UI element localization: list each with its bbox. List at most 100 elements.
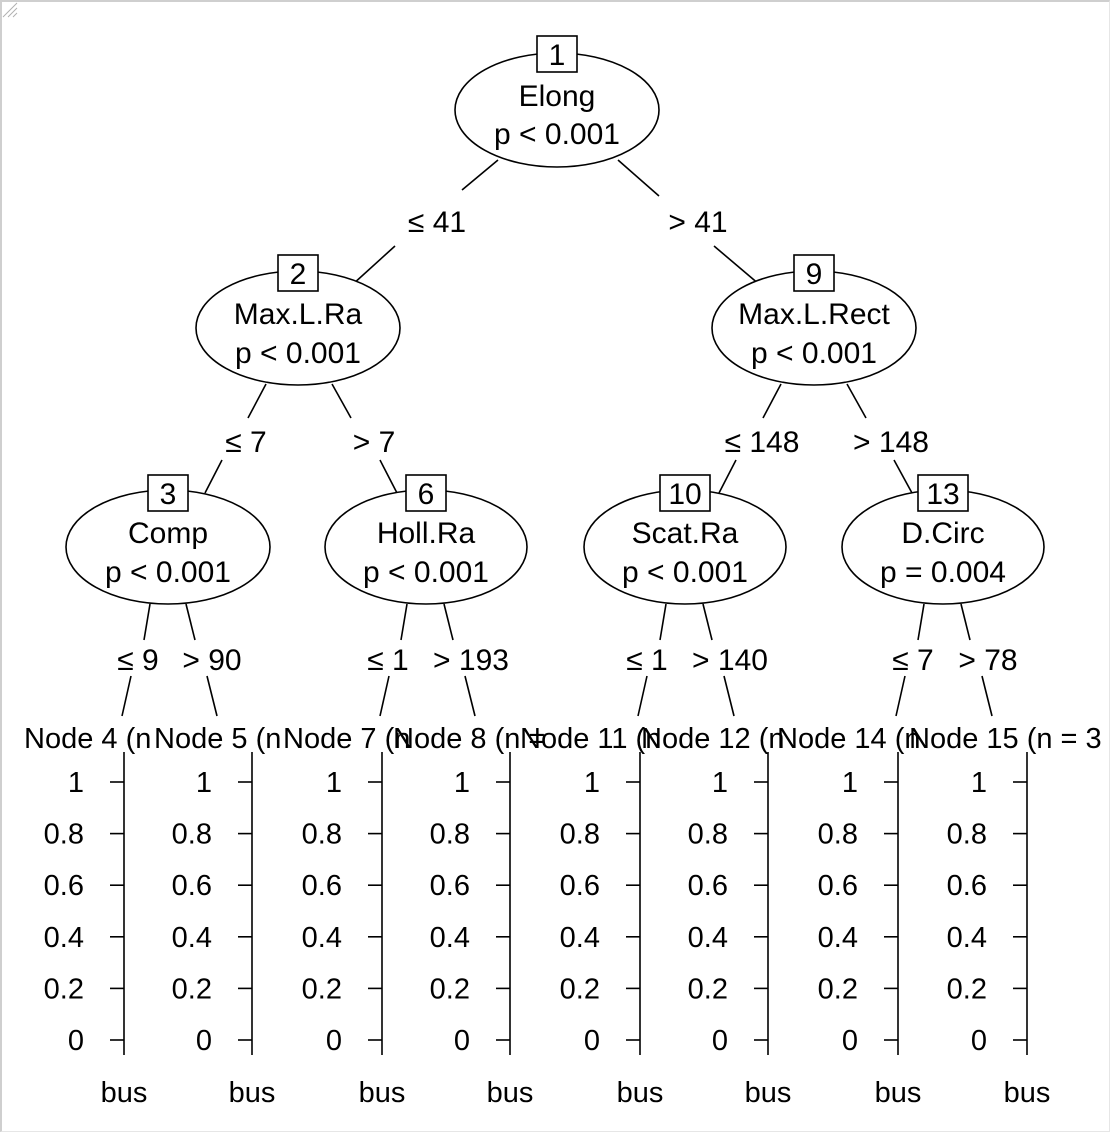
node-id-box [147,474,189,512]
node-variable: Holl.Ra [377,517,476,550]
edge-label: > 90 [182,644,241,677]
edge-9-13a [846,383,867,419]
leaf-tick-label: 1 [584,767,600,799]
leaf-tick-label: 1 [68,767,84,799]
edge-9-10a [762,383,782,419]
leaf-tick-label: 0 [584,1025,600,1057]
leaf-tick-label: 0 [326,1025,342,1057]
edge-6-7b [379,675,390,717]
leaf-category-label: bus [617,1077,664,1109]
edge-label: ≤ 1 [626,644,667,677]
node-id-box [917,474,969,512]
node-id: 13 [926,478,959,511]
node-variable: Elong [519,80,596,113]
leaf-tick-label: 0.4 [560,922,600,954]
edge-13-14b [895,675,906,717]
edge-3-4b [121,675,132,717]
node-pvalue: p = 0.004 [880,556,1006,589]
edge-label: ≤ 148 [725,426,800,459]
node-id-box [659,474,711,512]
node-variable: D.Circ [901,517,984,550]
edge-label: ≤ 1 [367,644,408,677]
leaf-tick-label: 0.6 [560,870,600,902]
leaf-title: Node 5 (n [154,723,281,755]
leaf-tick-label: 0.4 [172,922,212,954]
leaf-title: Node 8 (n = [393,723,545,755]
leaf-tick-label: 0.8 [560,819,600,851]
node-id-box [536,35,578,73]
node-9: 9 Max.L.Rect p < 0.001 [711,254,917,386]
leaf-tick-label: 1 [326,767,342,799]
edge-label: > 41 [668,206,727,239]
leaf-titles: Node 4 (n Node 5 (n Node 7 (n Node 8 (n … [24,723,1102,755]
node-id: 10 [668,478,701,511]
leaf-tick-label: 0.4 [302,922,342,954]
leaf-category-label: bus [875,1077,922,1109]
node-pvalue: p < 0.001 [235,337,361,370]
node-pvalue: p < 0.001 [751,337,877,370]
leaf-tick-label: 0.6 [44,870,84,902]
node-id-box [405,474,447,512]
edge-10-12a [702,603,713,641]
edge-6-8b [464,675,476,717]
edge-1-9a [617,159,660,197]
edge-2-6b [379,459,398,494]
node-6: 6 Holl.Ra p < 0.001 [324,474,528,605]
leaf-tick-label: 0 [842,1025,858,1057]
node-id-box [277,254,319,292]
edge-6-8a [443,603,454,641]
node-id: 2 [290,258,307,291]
leaf-tick-label: 0.8 [947,819,987,851]
leaf-tick-label: 1 [196,767,212,799]
leaf-tick-label: 0.8 [818,819,858,851]
edge-6-7a [400,603,408,641]
leaf-tick-label: 0.4 [818,922,858,954]
leaf-category-label: bus [359,1077,406,1109]
node-variable: Max.L.Ra [234,298,363,331]
edge-3-4a [143,603,151,641]
node-id: 3 [160,478,177,511]
leaf-title: Node 12 (n [641,723,785,755]
edge-label: > 7 [353,426,396,459]
leaf-tick-label: 1 [454,767,470,799]
leaf-tick-label: 0.4 [44,922,84,954]
leaf-tick-label: 0.8 [688,819,728,851]
node-id: 6 [418,478,435,511]
leaf-tick-label: 0 [454,1025,470,1057]
edge-label: > 78 [958,644,1017,677]
leaf-tick-label: 0.6 [947,870,987,902]
node-id: 9 [806,258,823,291]
node-pvalue: p < 0.001 [494,118,620,151]
leaf-title: Node 4 (n [24,723,151,755]
node-1: 1 Elong p < 0.001 [454,35,660,168]
edge-3-5a [185,603,196,641]
edge-2-6a [331,383,352,419]
resize-grip-icon[interactable] [0,0,18,18]
leaf-tick-label: 0.6 [430,870,470,902]
node-pvalue: p < 0.001 [622,556,748,589]
leaf-tick-label: 0.2 [560,973,600,1005]
edge-10-11b [637,675,648,717]
edge-label: > 193 [433,644,509,677]
leaf-tick-label: 0.2 [44,973,84,1005]
node-id-box [793,254,835,292]
leaf-tick-label: 0.2 [302,973,342,1005]
leaf-tick-label: 0 [196,1025,212,1057]
leaf-category-label: bus [229,1077,276,1109]
edge-label: ≤ 7 [892,644,933,677]
edge-3-5b [206,675,218,717]
leaf-axis: 1 0.8 0.6 0.4 0.2 0 bus [560,752,664,1109]
leaf-tick-label: 0.2 [172,973,212,1005]
edge-label: ≤ 41 [408,206,466,239]
leaf-category-label: bus [487,1077,534,1109]
leaf-tick-label: 1 [842,767,858,799]
leaf-title: Node 15 (n = 3 [909,723,1102,755]
edge-13-15b [981,675,993,717]
